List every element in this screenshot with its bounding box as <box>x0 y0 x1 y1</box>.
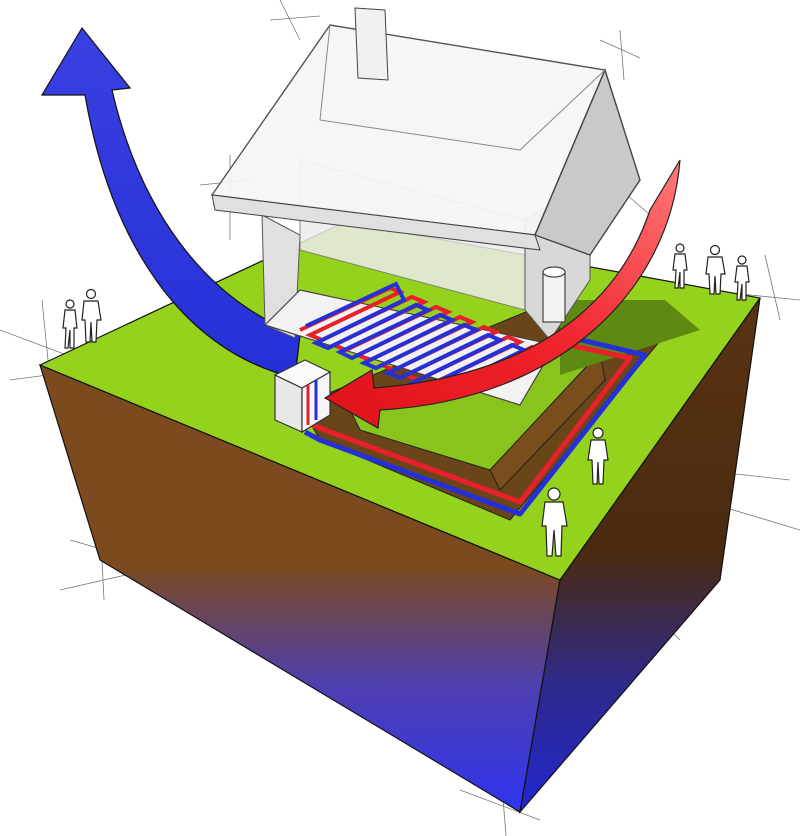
person-silhouette-icon <box>82 290 101 343</box>
water-tank-icon <box>543 267 565 322</box>
chimney <box>355 8 388 80</box>
people-left <box>63 290 101 349</box>
person-silhouette-icon <box>673 244 687 288</box>
person-silhouette-icon <box>706 246 725 295</box>
person-silhouette-icon <box>735 256 749 300</box>
person-silhouette-icon <box>63 300 77 348</box>
